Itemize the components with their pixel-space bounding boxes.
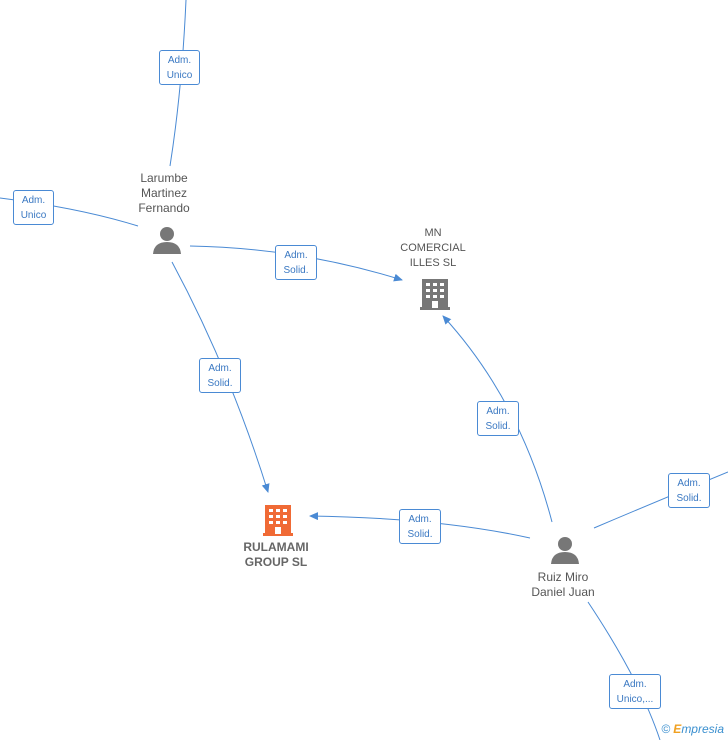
- edge-label-ruiz-to-rulamami: Adm. Solid.: [399, 509, 441, 544]
- edge-label-right-to-ruiz: Adm. Solid.: [668, 473, 710, 508]
- edge-label-top-to-larumbe: Adm. Unico: [159, 50, 200, 85]
- person-icon[interactable]: [153, 227, 181, 254]
- node-label-larumbe[interactable]: Larumbe Martinez Fernando: [138, 171, 190, 215]
- node-label-ruiz-miro[interactable]: Ruiz Miro Daniel Juan: [531, 570, 595, 599]
- edge-bottom-to-ruiz: [587, 601, 661, 740]
- node-label-mn-comercial[interactable]: MN COMERCIAL ILLES SL: [400, 227, 466, 269]
- empresia-logo: ©Empresia: [661, 722, 724, 736]
- node-label-rulamami[interactable]: RULAMAMI GROUP SL: [243, 540, 309, 569]
- copyright-icon: ©: [661, 722, 671, 736]
- brand-text: mpresia: [681, 722, 724, 736]
- edge-label-bottom-to-ruiz: Adm. Unico,...: [609, 674, 661, 709]
- edge-label-ruiz-to-mn: Adm. Solid.: [477, 401, 519, 436]
- brand-initial: E: [673, 722, 682, 736]
- person-icon[interactable]: [551, 537, 579, 564]
- edge-label-left-to-larumbe: Adm. Unico: [13, 190, 54, 225]
- building-icon[interactable]: [420, 279, 450, 310]
- main-building-icon[interactable]: [263, 505, 293, 536]
- edge-top-to-larumbe: [169, 0, 187, 167]
- edge-label-larumbe-to-mn: Adm. Solid.: [275, 245, 317, 280]
- edge-right-to-ruiz: [593, 471, 728, 529]
- edge-label-larumbe-to-rulamami: Adm. Solid.: [199, 358, 241, 393]
